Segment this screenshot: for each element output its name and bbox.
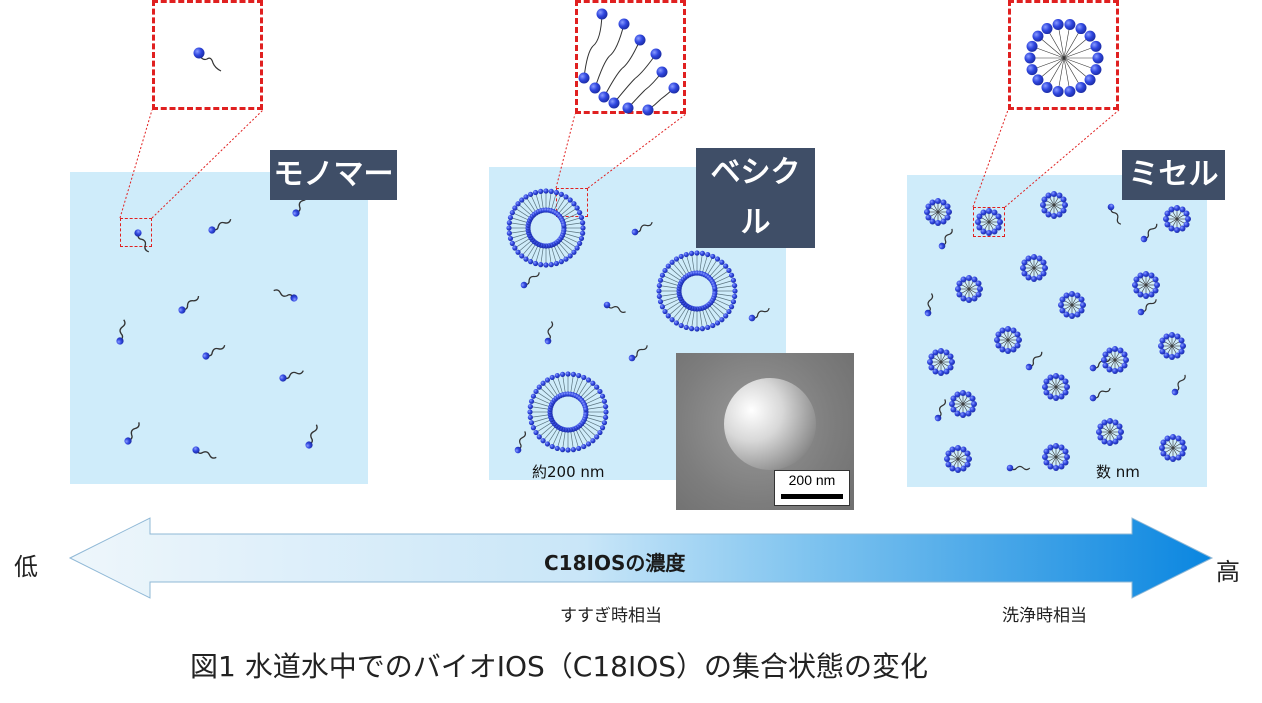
rinse-label: すすぎ時相当 — [560, 601, 662, 626]
vesicle-panel-molecule — [747, 305, 770, 322]
figure-caption: 図1 水道水中でのバイオIOS（C18IOS）の集合状態の変化 — [190, 645, 928, 685]
micelle-structure — [1040, 191, 1068, 219]
monomer-molecule — [304, 423, 319, 449]
vesicle-structure — [506, 188, 585, 267]
monomer-molecule — [207, 216, 232, 235]
vesicle-structure — [527, 371, 608, 452]
micelle-panel-molecule — [934, 398, 948, 422]
wash-label: 洗浄時相当 — [1002, 601, 1087, 626]
monomer-molecule — [191, 445, 217, 460]
vesicle-panel-molecule — [603, 301, 627, 315]
micelle-structure — [1042, 443, 1070, 471]
monomer-molecule — [133, 228, 152, 253]
vesicle-panel-molecule — [514, 430, 528, 454]
low-label: 低 — [14, 547, 38, 582]
micelle-structure — [1158, 332, 1186, 360]
monomer-zoom-molecule — [194, 48, 222, 72]
vesicle-panel-molecule — [544, 321, 555, 345]
monomer-molecule — [278, 367, 304, 382]
vesicle-panel-molecule — [630, 219, 653, 236]
monomer-molecule — [272, 287, 298, 302]
micelle-panel-molecule — [1136, 297, 1158, 317]
micelle-structure — [949, 390, 977, 418]
micelle-structure — [927, 348, 955, 376]
monomer-molecule — [116, 319, 127, 345]
vesicle-panel-molecule — [519, 270, 541, 290]
monomer-label: モノマー — [270, 150, 397, 200]
sem-scale-text: 200 nm — [775, 472, 849, 488]
micelle-structure — [1042, 373, 1070, 401]
sem-image: 200 nm — [676, 353, 854, 510]
monomer-molecule — [201, 342, 226, 361]
zoom-connector-line — [588, 114, 686, 188]
micelle-panel-molecule — [1007, 465, 1030, 472]
monomer-molecule — [123, 420, 142, 445]
vesicle-panel-molecule — [627, 343, 649, 363]
micelle-panel-molecule — [1088, 385, 1111, 402]
zoom-connector-line — [973, 110, 1008, 207]
micelle-structure — [1159, 434, 1187, 462]
micelle-structure — [1132, 271, 1160, 299]
micelle-structure — [994, 326, 1022, 354]
vesicle-label: ベシクル — [696, 148, 815, 248]
zoom-connector-line — [1005, 110, 1119, 207]
micelle-structure — [975, 208, 1003, 236]
zoom-connector-line — [152, 110, 263, 218]
micelle-structure — [1058, 291, 1086, 319]
micelle-label: ミセル — [1122, 150, 1225, 200]
arrow-title: C18IOSの濃度 — [544, 547, 685, 576]
monomer-molecule — [177, 293, 201, 315]
high-label: 高 — [1216, 552, 1240, 587]
vesicle-structure — [656, 250, 737, 331]
micelle-structure — [944, 445, 972, 473]
micelle-structure — [1163, 205, 1191, 233]
vesicle-zoom-bilayer — [579, 9, 680, 116]
micelle-structure — [924, 198, 952, 226]
zoom-connector-line — [120, 110, 152, 218]
micelle-panel-molecule — [937, 227, 954, 250]
sem-scale-bar: 200 nm — [774, 470, 850, 506]
micelle-structure — [1020, 254, 1048, 282]
micelle-size-label: 数 nm — [1096, 461, 1140, 482]
micelle-structure — [1096, 418, 1124, 446]
micelle-panel-molecule — [1170, 373, 1187, 396]
micelle-structure — [955, 275, 983, 303]
micelle-panel-molecule — [924, 293, 935, 317]
micelle-panel-molecule — [1024, 350, 1044, 372]
micelle-panel-molecule — [1106, 202, 1123, 225]
sem-vesicle-particle — [724, 378, 816, 470]
micelle-structure — [1101, 346, 1129, 374]
sem-scale-line — [781, 494, 843, 499]
vesicle-size-label: 約200 nm — [532, 461, 605, 482]
micelle-zoom-structure — [1025, 19, 1104, 97]
zoom-connector-line — [556, 114, 575, 188]
micelle-panel-molecule — [1139, 222, 1159, 244]
